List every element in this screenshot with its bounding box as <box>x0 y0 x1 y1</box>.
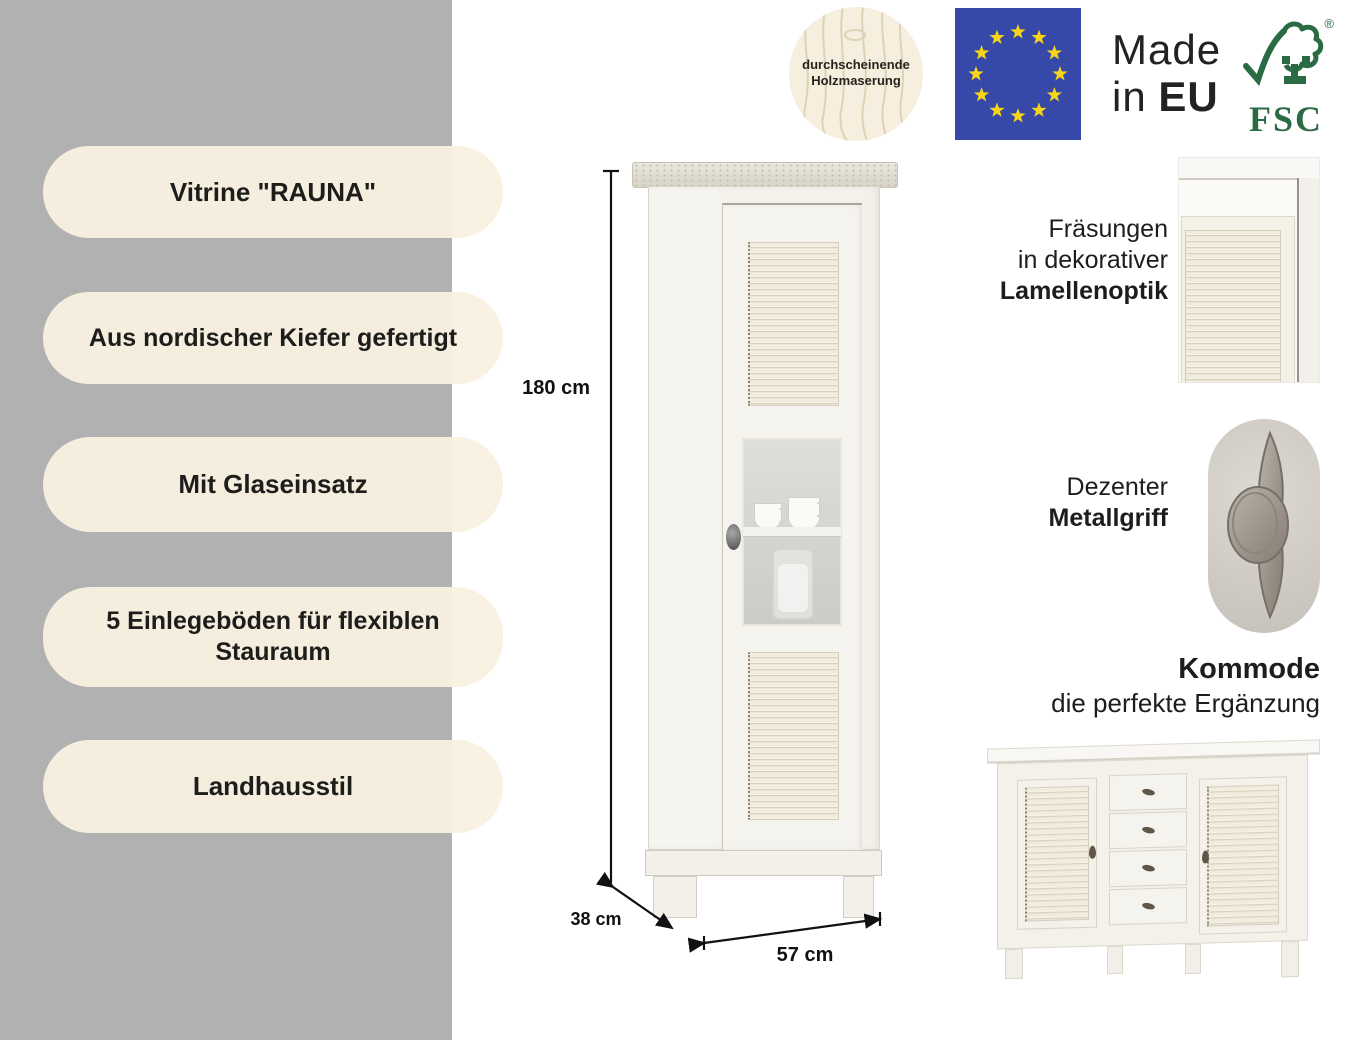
fsc-wordmark: FSC <box>1248 99 1323 139</box>
sideboard-drawer <box>1109 811 1187 850</box>
drawer-pull-icon <box>1141 901 1156 911</box>
feature-pill-shelves: 5 Einlegeböden für flexiblen Stauraum <box>43 587 503 687</box>
cabinet-crown-top <box>632 162 898 188</box>
detail-louver-texture <box>1185 230 1281 382</box>
sideboard-foot <box>1005 948 1023 980</box>
handle-caption-line2: Metallgriff <box>1048 504 1168 532</box>
cup-icon <box>754 503 789 529</box>
sideboard-drawer <box>1109 849 1187 888</box>
drawer-pull-icon <box>1141 863 1156 873</box>
sideboard-foot <box>1185 943 1201 975</box>
cabinet-louver-panel-bottom <box>748 652 839 820</box>
wood-badge-caption: durchscheinende Holzmaserung <box>789 57 923 89</box>
feature-pill-label: Landhausstil <box>192 771 354 801</box>
wood-grain-badge: durchscheinende Holzmaserung <box>789 7 923 141</box>
fsc-tree-checkmark-icon <box>1243 21 1324 87</box>
door-handle-icon <box>1202 850 1209 864</box>
metal-handle-icon <box>1227 430 1289 620</box>
lamella-caption: Fräsungen in dekorativer Lamellenoptik <box>1000 214 1168 307</box>
kommode-caption-subtitle: die perfekte Ergänzung <box>1051 688 1320 718</box>
detail-top-board <box>1179 158 1319 180</box>
feature-pill-label: 5 Einlegeböden für flexiblen Stauraum <box>106 607 440 666</box>
wood-badge-line1: durchscheinende <box>802 57 910 72</box>
feature-pill-glass: Mit Glaseinsatz <box>43 437 503 532</box>
height-dimension-label: 180 cm <box>522 377 590 399</box>
sideboard-door-right <box>1199 776 1287 935</box>
sideboard-drawer-column <box>1109 773 1187 929</box>
eu-flag-icon <box>955 8 1081 140</box>
sideboard-foot <box>1107 945 1123 975</box>
cup-icon <box>788 497 827 529</box>
handle-caption: Dezenter Metallgriff <box>1049 472 1168 534</box>
eu-word: EU <box>1158 73 1219 120</box>
kommode-caption-title: Kommode <box>1178 653 1320 685</box>
sideboard-foot <box>1281 940 1299 978</box>
cabinet-door-knob <box>726 524 741 550</box>
lamella-detail-photo <box>1178 157 1320 383</box>
sideboard-louver-right <box>1207 784 1279 927</box>
detail-door-stile <box>1299 178 1319 382</box>
width-dimension-label: 57 cm <box>776 944 834 966</box>
cabinet-foot <box>843 876 874 918</box>
door-handle-icon <box>1089 845 1096 859</box>
glass-jar-icon <box>772 548 814 620</box>
made-in-eu-label: Made in EU <box>1112 26 1221 120</box>
kommode-sideboard-photo <box>987 733 1320 992</box>
cabinet-plinth <box>645 850 882 876</box>
feature-pill-label: Vitrine "RAUNA" <box>169 176 377 207</box>
depth-dimension-label: 38 cm <box>570 909 622 929</box>
detail-door-gap <box>1297 178 1299 382</box>
lamella-caption-line3: Lamellenoptik <box>999 277 1168 305</box>
metal-handle-photo <box>1208 419 1320 633</box>
cabinet-shelf <box>743 527 841 537</box>
lamella-caption-line1: Fräsungen <box>1048 215 1168 243</box>
fsc-logo: ® FSC <box>1238 14 1334 139</box>
wood-badge-line2: Holzmaserung <box>811 73 901 88</box>
sideboard-drawer <box>1109 773 1187 812</box>
made-word: Made <box>1112 26 1222 73</box>
drawer-pull-icon <box>1141 787 1156 797</box>
feature-pill-material: Aus nordischer Kiefer gefertigt <box>43 292 503 384</box>
registered-mark: ® <box>1324 16 1334 31</box>
sideboard-door-left <box>1017 777 1097 930</box>
drawer-pull-icon <box>1141 825 1156 835</box>
feature-pill-label: Mit Glaseinsatz <box>178 469 368 499</box>
feature-pill-style: Landhausstil <box>43 740 503 833</box>
feature-pill-title: Vitrine "RAUNA" <box>43 146 503 238</box>
sideboard-louver-left <box>1025 785 1089 922</box>
cabinet-foot <box>653 876 697 918</box>
sideboard-drawer <box>1109 887 1187 926</box>
handle-caption-line1: Dezenter <box>1066 473 1168 501</box>
kommode-caption: Kommode die perfekte Ergänzung <box>1051 652 1320 720</box>
in-word: in <box>1112 73 1147 120</box>
cabinet-louver-panel-top <box>748 242 839 406</box>
lamella-caption-line2: in dekorativer <box>1017 246 1168 274</box>
feature-pill-label: Aus nordischer Kiefer gefertigt <box>88 323 458 352</box>
wood-grain-circle-icon <box>803 7 906 141</box>
